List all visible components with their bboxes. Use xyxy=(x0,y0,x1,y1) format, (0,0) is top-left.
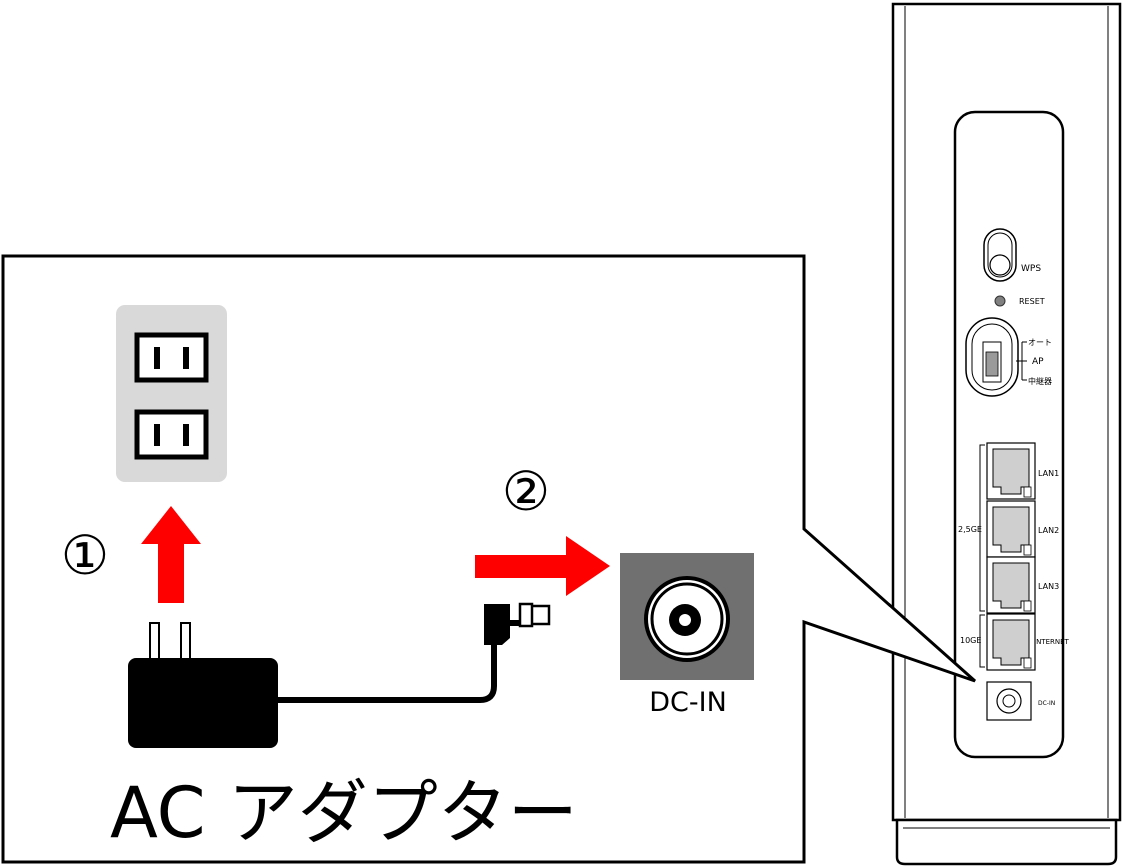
step2-label: ② xyxy=(502,460,550,523)
adapter-cable xyxy=(276,640,497,703)
lan1-label: LAN1 xyxy=(1038,469,1059,478)
internet-port xyxy=(986,613,1036,671)
ac-adapter-label: AC アダプター xyxy=(110,772,578,854)
wps-label: WPS xyxy=(1021,264,1041,274)
step1-arrow xyxy=(141,506,201,603)
speed-25ge-label: 2,5GE xyxy=(958,525,982,534)
outlet-socket-top xyxy=(134,332,209,383)
dc-in-callout-label: DC-IN xyxy=(649,687,727,718)
lan3-label: LAN3 xyxy=(1038,582,1059,591)
lan2-label: LAN2 xyxy=(1038,526,1059,535)
lan1-port xyxy=(986,442,1036,500)
router-device: WPS RESET オート AP 中継器 2,5GE 10GE LAN1 xyxy=(891,2,1122,866)
reset-label: RESET xyxy=(1019,297,1045,306)
outlet-socket-bottom xyxy=(134,409,209,460)
mode-auto-label: オート xyxy=(1028,338,1052,347)
lan2-port xyxy=(986,500,1036,558)
router-back-panel xyxy=(953,110,1065,759)
lan3-port xyxy=(986,556,1036,614)
dc-in-panel xyxy=(620,553,754,680)
internet-label: INTERNET xyxy=(1034,638,1070,646)
speed-10ge-label: 10GE xyxy=(960,636,981,645)
adapter-body xyxy=(128,658,278,748)
wall-outlet xyxy=(116,305,227,482)
mode-repeater-label: 中継器 xyxy=(1028,376,1052,386)
step1-label: ① xyxy=(61,524,109,587)
dc-plug xyxy=(484,604,531,645)
router-dc-in-label: DC-IN xyxy=(1038,700,1055,707)
ac-adapter xyxy=(128,602,551,748)
router-base xyxy=(895,818,1118,866)
mode-ap-label: AP xyxy=(1032,357,1044,367)
reset-button xyxy=(994,295,1006,307)
step2-arrow xyxy=(475,536,610,596)
